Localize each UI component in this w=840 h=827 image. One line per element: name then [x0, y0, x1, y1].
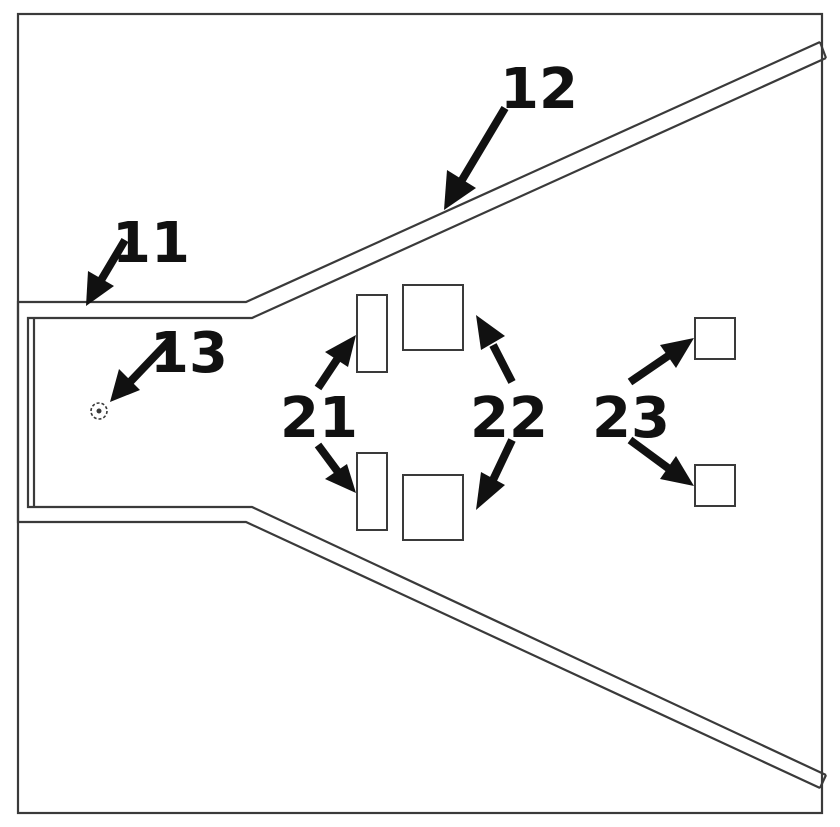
outer-frame — [16, 12, 824, 815]
arrow-22-up-head — [476, 315, 505, 350]
arrow-21-down-shaft — [314, 442, 342, 475]
horn-wall-outer — [16, 40, 821, 789]
arrow-21-down-head — [325, 464, 356, 493]
label-11: 11 — [112, 211, 190, 276]
arrow-21-up-head — [325, 335, 356, 367]
arrow-22-up-shaft — [489, 343, 516, 384]
arrow-22-down-head — [476, 472, 505, 510]
arrow-23-down-head — [660, 456, 694, 486]
arrow-22-down-shaft — [489, 438, 516, 482]
label-12: 12 — [500, 57, 578, 122]
label-13: 13 — [150, 321, 228, 386]
horn-wall-inner — [26, 56, 827, 776]
label-23: 23 — [592, 386, 670, 451]
element-23-top — [694, 317, 736, 360]
element-23-bottom — [694, 464, 736, 507]
arrow-11-shaft — [96, 237, 129, 285]
arrow-13-head — [110, 369, 140, 402]
feed-probe-inner — [96, 408, 102, 414]
label-22: 22 — [470, 386, 548, 451]
horn-aperture-bottom-end — [819, 774, 827, 789]
arrow-13-shaft — [127, 335, 175, 385]
arrow-23-up-shaft — [627, 352, 671, 386]
element-22-top — [402, 284, 464, 351]
horn-aperture-top-end — [818, 41, 828, 59]
arrow-23-down-shaft — [627, 436, 671, 472]
arrow-12-head — [444, 170, 476, 210]
element-21-bottom — [356, 452, 388, 531]
element-21-top — [356, 294, 388, 373]
arrow-12-shaft — [458, 105, 509, 183]
label-21: 21 — [280, 386, 358, 451]
arrow-23-up-head — [660, 338, 694, 368]
element-22-bottom — [402, 474, 464, 541]
arrow-21-up-shaft — [314, 355, 342, 391]
arrow-11-head — [86, 271, 114, 306]
